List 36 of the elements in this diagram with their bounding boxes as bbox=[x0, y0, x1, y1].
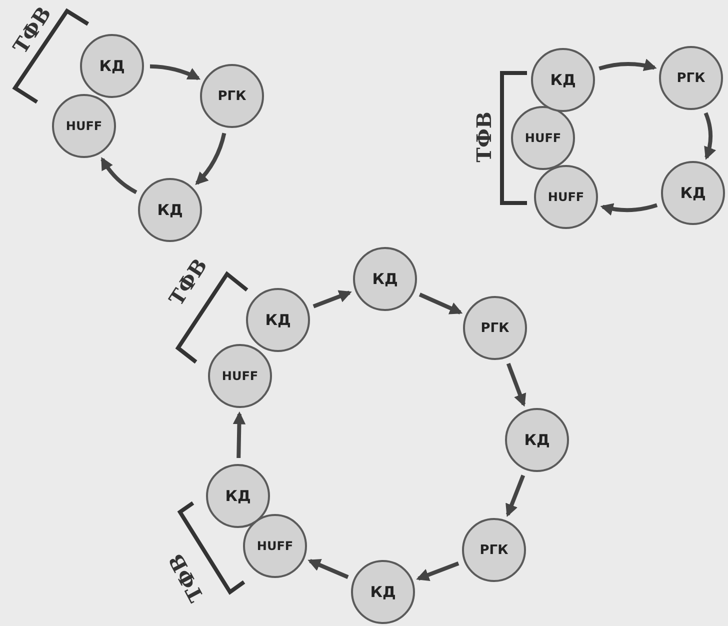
arrow bbox=[418, 292, 463, 314]
arrow bbox=[598, 58, 657, 72]
arrow bbox=[416, 562, 460, 581]
stage-label: HUFF bbox=[66, 119, 102, 133]
stage-label: КД bbox=[372, 270, 398, 288]
stage-label: КД bbox=[99, 57, 125, 75]
stage-label: РГК bbox=[480, 542, 508, 558]
group-label: ТФВ bbox=[472, 112, 496, 162]
stage-label: HUFF bbox=[222, 369, 258, 383]
stage-label: HUFF bbox=[548, 190, 584, 204]
stage-label: РГК bbox=[480, 320, 510, 336]
stage-label: РГК bbox=[676, 70, 706, 86]
arrow bbox=[600, 202, 658, 216]
arrow bbox=[308, 559, 349, 579]
stage-label: HUFF bbox=[256, 539, 294, 553]
stage-label: КД bbox=[157, 201, 183, 219]
stage-label: КД bbox=[265, 311, 291, 329]
stage-label: КД bbox=[524, 431, 550, 449]
stage-circle bbox=[511, 106, 575, 170]
stage-label: КД bbox=[370, 583, 396, 601]
arrow bbox=[704, 112, 716, 160]
arrow bbox=[150, 64, 201, 80]
stage-label: КД bbox=[225, 487, 251, 505]
stage-label: КД bbox=[550, 71, 576, 89]
stage-label: HUFF bbox=[524, 131, 562, 145]
stage-circle bbox=[246, 288, 310, 352]
stage-circle bbox=[138, 178, 202, 242]
arrow bbox=[506, 474, 526, 517]
arrow bbox=[232, 411, 246, 458]
arrow bbox=[195, 132, 226, 186]
stage-label: КД bbox=[680, 184, 706, 202]
arrow bbox=[506, 362, 526, 407]
arrow bbox=[312, 290, 352, 308]
group-label: ТФВ bbox=[164, 550, 208, 606]
arrow bbox=[100, 157, 138, 194]
stage-label: РГК bbox=[218, 88, 246, 104]
